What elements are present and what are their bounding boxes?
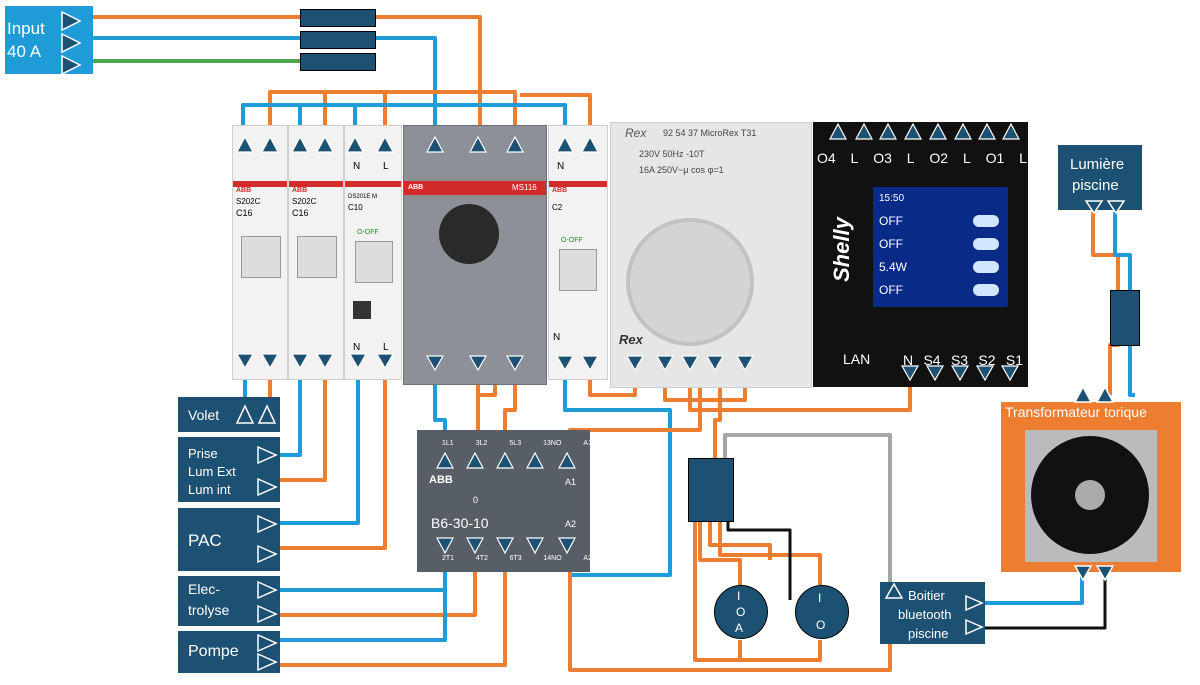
connector-strip [688, 458, 734, 522]
terminal-icon [1073, 385, 1115, 403]
load-volet: Volet [178, 397, 280, 432]
motor-protector-ms116: MS116 ABB [403, 125, 547, 385]
terminal-icon [1084, 200, 1126, 215]
terminal-icon [257, 514, 278, 564]
rotary-knob-icon[interactable] [439, 204, 499, 264]
transformateur-torique: Transformateur torique [1001, 385, 1181, 582]
input-rating: 40 A [7, 42, 42, 61]
input-terminals-icon [61, 10, 82, 74]
breaker-toggle[interactable] [297, 236, 337, 278]
toggle-switch[interactable] [973, 238, 999, 250]
terminal-icon [965, 594, 984, 636]
breaker-3: N L DS201E M C10 O-OFF N L [344, 125, 402, 380]
timer-microrex: Rex 92 54 37 MicroRex T31 230V 50Hz -10T… [610, 122, 812, 388]
toggle-switch[interactable] [973, 215, 999, 227]
breaker-toggle[interactable] [559, 249, 597, 291]
load-prise: Prise Lum Ext Lum int [178, 437, 280, 502]
junction-block [1110, 290, 1140, 346]
toggle-switch[interactable] [973, 284, 999, 296]
terminal-icon [257, 445, 278, 497]
input-label: Input [7, 19, 45, 38]
terminal-icon [257, 633, 278, 672]
lumiere-piscine: Lumière piscine [1058, 145, 1142, 215]
breaker-2: ABB S202C C16 [288, 125, 344, 380]
toroid-icon [1031, 436, 1149, 554]
breaker-5: N ABB C2 O-OFF N [548, 125, 608, 380]
switch-ioa[interactable]: I O A [714, 585, 768, 639]
terminal-icon [235, 122, 1020, 555]
qr-code-icon [353, 301, 371, 319]
terminal-icon [1073, 565, 1115, 582]
terminal-icon [235, 404, 277, 424]
switch-io[interactable]: I O [795, 585, 849, 639]
breaker-toggle[interactable] [241, 236, 281, 278]
junction-block [300, 9, 376, 27]
terminal-icon [884, 582, 904, 599]
load-electrolyse: Elec- trolyse [178, 576, 280, 626]
input-box: Input 40 A [5, 6, 93, 74]
junction-block [300, 53, 376, 71]
load-pac: PAC [178, 508, 280, 571]
terminal-icon [257, 580, 278, 624]
timer-dial-icon[interactable] [626, 218, 754, 346]
junction-block [300, 31, 376, 49]
shelly-screen: 15:50 OFF OFF 5.4W OFF [873, 187, 1008, 307]
toggle-switch[interactable] [973, 261, 999, 273]
breaker-1: ABB S202C C16 [232, 125, 288, 380]
transformer-photo [1025, 430, 1157, 562]
boitier-bluetooth: Boitier bluetooth piscine [880, 582, 985, 644]
load-pompe: Pompe [178, 631, 280, 673]
breaker-toggle[interactable] [355, 241, 393, 283]
